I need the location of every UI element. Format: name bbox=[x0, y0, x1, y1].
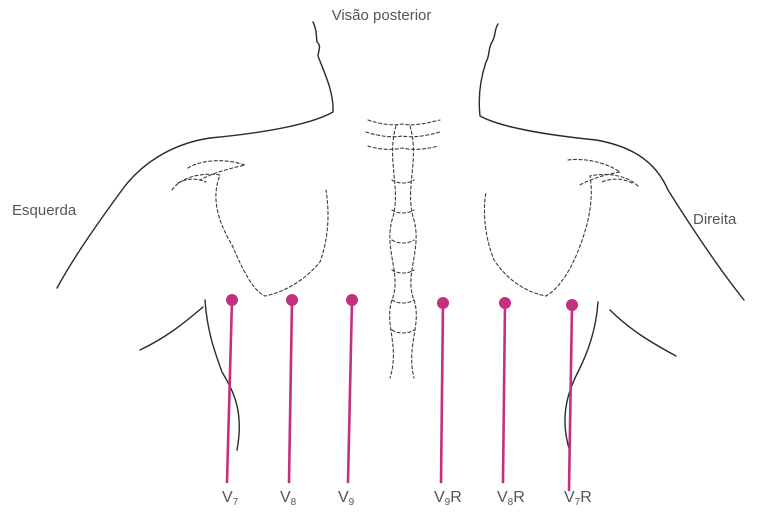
electrode-v9r bbox=[437, 297, 449, 309]
electrode-v8r bbox=[499, 297, 511, 309]
right-acromion-outline bbox=[602, 179, 632, 183]
left-scapula-outline bbox=[172, 161, 328, 296]
right-scapula-outline bbox=[484, 160, 638, 297]
view-title: Visão posterior bbox=[0, 8, 763, 23]
electrode-v9 bbox=[346, 294, 358, 306]
lead-wire-v7r bbox=[569, 305, 572, 490]
lead-wire-v8 bbox=[289, 300, 292, 482]
electrode-v8 bbox=[286, 294, 298, 306]
electrode-v7 bbox=[226, 294, 238, 306]
lead-label-v8r: V8R bbox=[497, 490, 525, 506]
lead-label-v9r: V9R bbox=[434, 490, 462, 506]
lead-wire-v9r bbox=[441, 303, 443, 482]
electrode-v7r bbox=[566, 299, 578, 311]
lead-label-v7r: V7R bbox=[564, 490, 592, 506]
left-flank-outline bbox=[205, 300, 239, 450]
electrode-group bbox=[226, 294, 578, 490]
lead-label-v8: V8 bbox=[280, 490, 296, 506]
left-side-label: Esquerda bbox=[12, 203, 76, 218]
right-arm-lower-outline bbox=[610, 310, 676, 356]
left-arm-lower-outline bbox=[140, 307, 203, 350]
lead-wire-v8r bbox=[503, 303, 505, 482]
left-body-outline bbox=[57, 22, 333, 288]
right-side-label: Direita bbox=[693, 212, 736, 227]
lead-wire-v9 bbox=[348, 300, 352, 482]
lead-label-v7: V7 bbox=[222, 490, 238, 506]
spine-outline bbox=[366, 120, 440, 378]
lead-label-v9: V9 bbox=[338, 490, 354, 506]
right-body-outline bbox=[479, 24, 744, 300]
